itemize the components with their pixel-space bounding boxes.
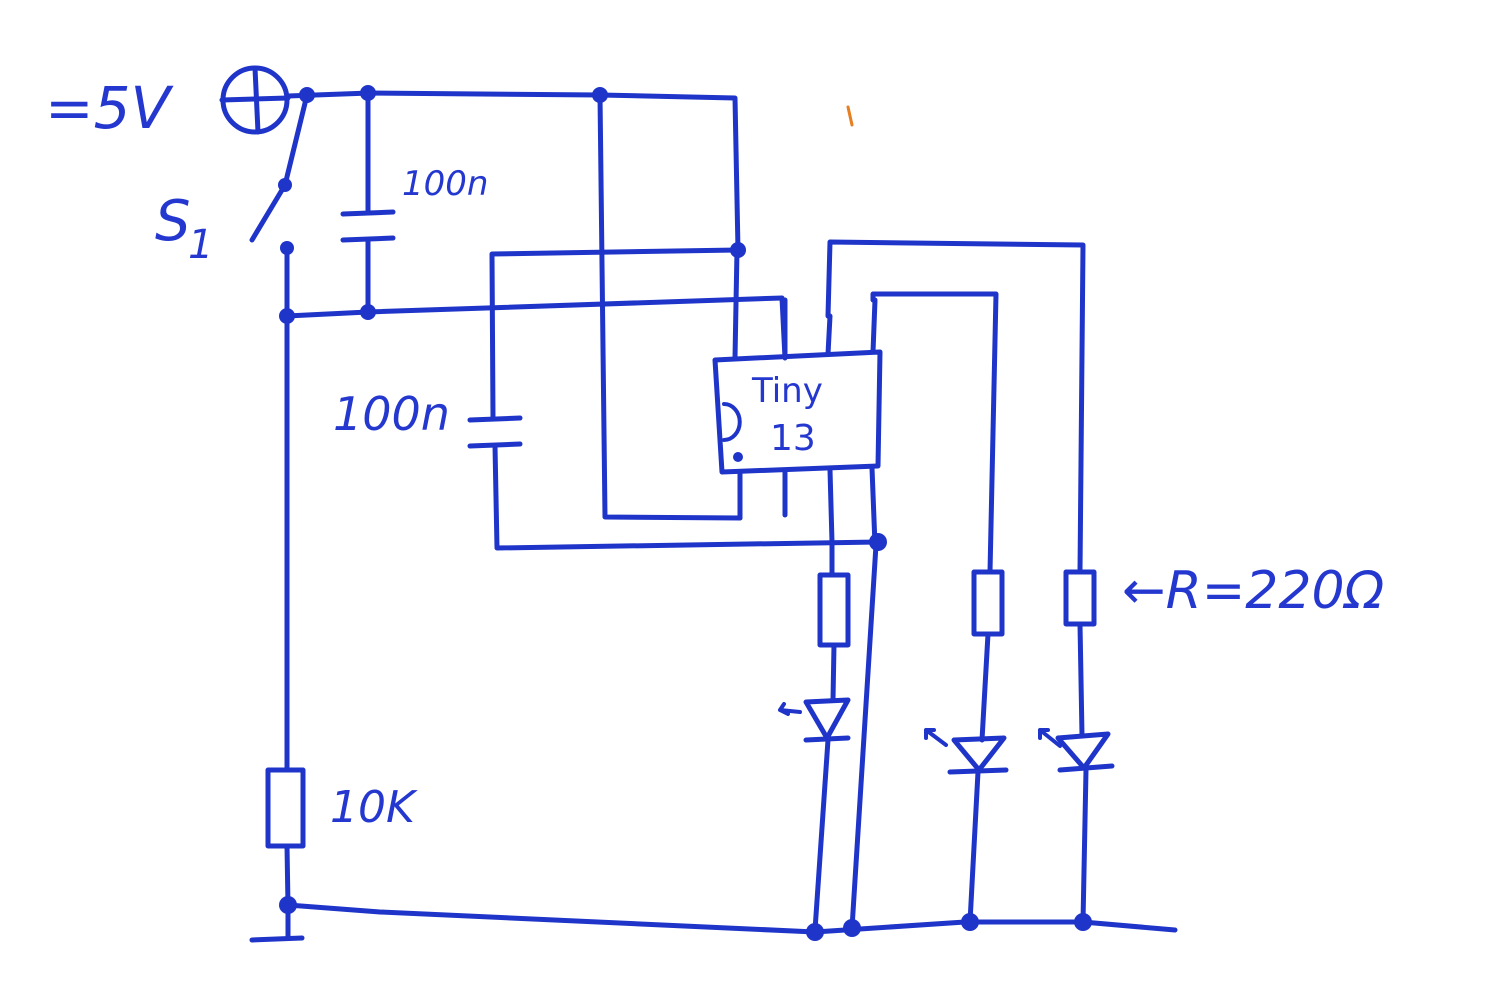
chip-ground-wire (849, 542, 879, 931)
ground-bar-icon (249, 902, 305, 943)
top-rail-wire (285, 90, 741, 253)
stray-mark (846, 105, 854, 127)
led-out2-icon (924, 728, 1009, 775)
resistor-out3-icon (1063, 569, 1097, 627)
supply-plus-terminal-icon (219, 65, 291, 135)
resistor-out2-icon (971, 569, 1005, 637)
cap-left-loop-wire (489, 247, 741, 421)
output2-wire (870, 291, 999, 575)
switched-rail-wire (284, 295, 788, 361)
led-out1-icon (778, 697, 851, 743)
capacitor-left-icon (467, 415, 523, 449)
pulldown-label: 10K (330, 782, 418, 833)
switch-index-label: 1 (188, 222, 213, 268)
supply-voltage-label: =5V (45, 74, 174, 142)
attiny13-chip (712, 247, 883, 548)
cap-top-label: 100n (402, 164, 488, 204)
resistor-10k-icon (265, 767, 306, 849)
switch-label: S (155, 189, 191, 254)
resistor-out1-icon (817, 572, 851, 648)
chip-number-label: 13 (770, 418, 816, 459)
led-out3-icon (1038, 728, 1115, 773)
cap-left-label: 100n (333, 387, 450, 441)
node-cap-low (360, 304, 376, 320)
switch-s1 (249, 92, 310, 319)
chip-name-label: Tiny (751, 371, 823, 411)
capacitor-top-icon (340, 90, 396, 315)
resistor-value-label: ←R=220Ω (1122, 561, 1385, 621)
output3-wire (825, 239, 1086, 575)
ground-rail-wire (285, 902, 1178, 935)
